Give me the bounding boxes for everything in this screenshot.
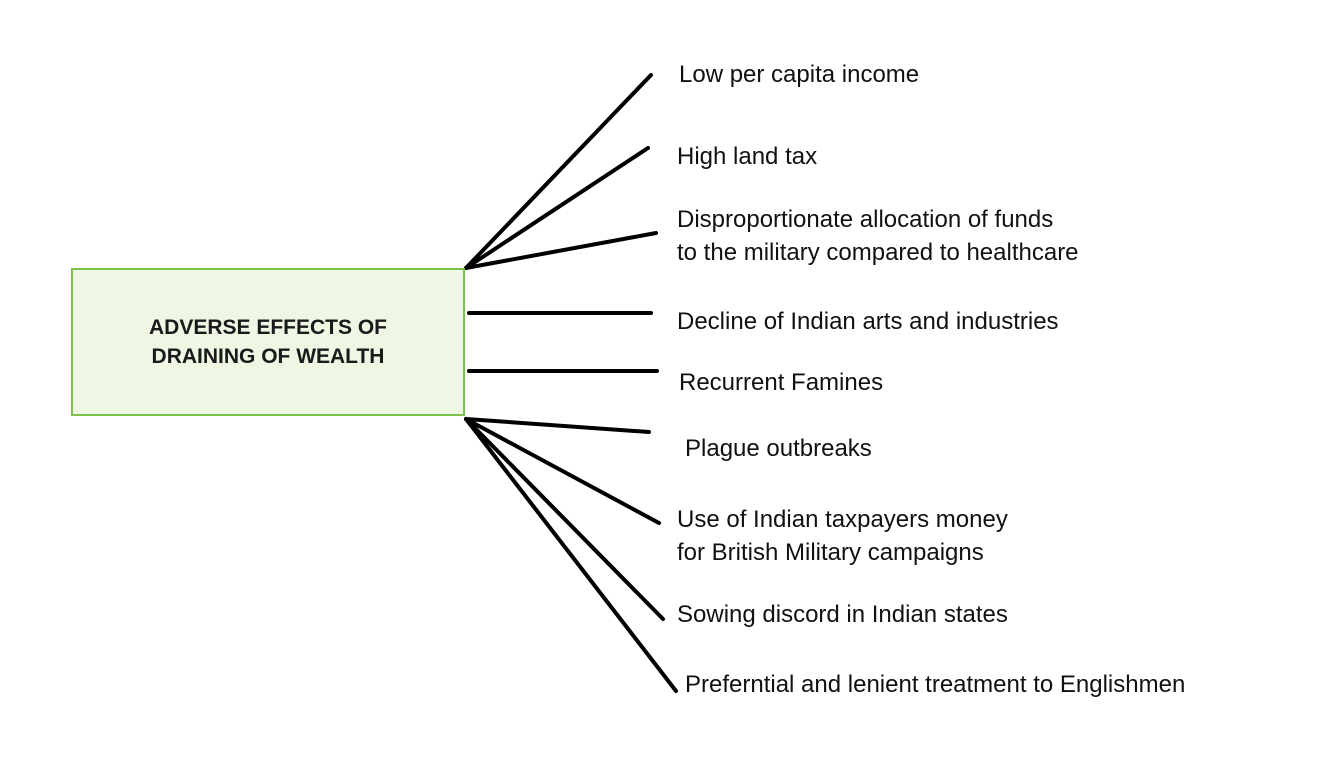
connector-line-1 — [464, 73, 653, 270]
connector-line-7 — [464, 417, 661, 525]
central-topic-box: ADVERSE EFFECTS OF DRAINING OF WEALTH — [71, 268, 465, 416]
effect-taxpayers-money-campaigns: Use of Indian taxpayers money for Britis… — [677, 506, 1008, 566]
effect-decline-arts-industries: Decline of Indian arts and industries — [677, 308, 1059, 335]
effect-recurrent-famines: Recurrent Famines — [679, 369, 884, 396]
connector-line-2 — [464, 146, 650, 270]
connector-line-9 — [464, 417, 678, 693]
connector-line-3 — [464, 231, 658, 270]
effect-sowing-discord: Sowing discord in Indian states — [677, 601, 1008, 628]
effect-high-land-tax: High land tax — [677, 143, 818, 170]
central-topic-title: ADVERSE EFFECTS OF DRAINING OF WEALTH — [148, 316, 388, 368]
connector-line-6 — [464, 417, 651, 434]
effect-preferential-treatment: Preferntial and lenient treatment to Eng… — [685, 671, 1186, 698]
effect-low-per-capita-income: Low per capita income — [679, 61, 920, 88]
effect-plague-outbreaks: Plague outbreaks — [685, 435, 872, 462]
connector-line-8 — [464, 417, 665, 621]
effect-military-funds-allocation: Disproportionate allocation of funds to … — [677, 206, 1079, 266]
